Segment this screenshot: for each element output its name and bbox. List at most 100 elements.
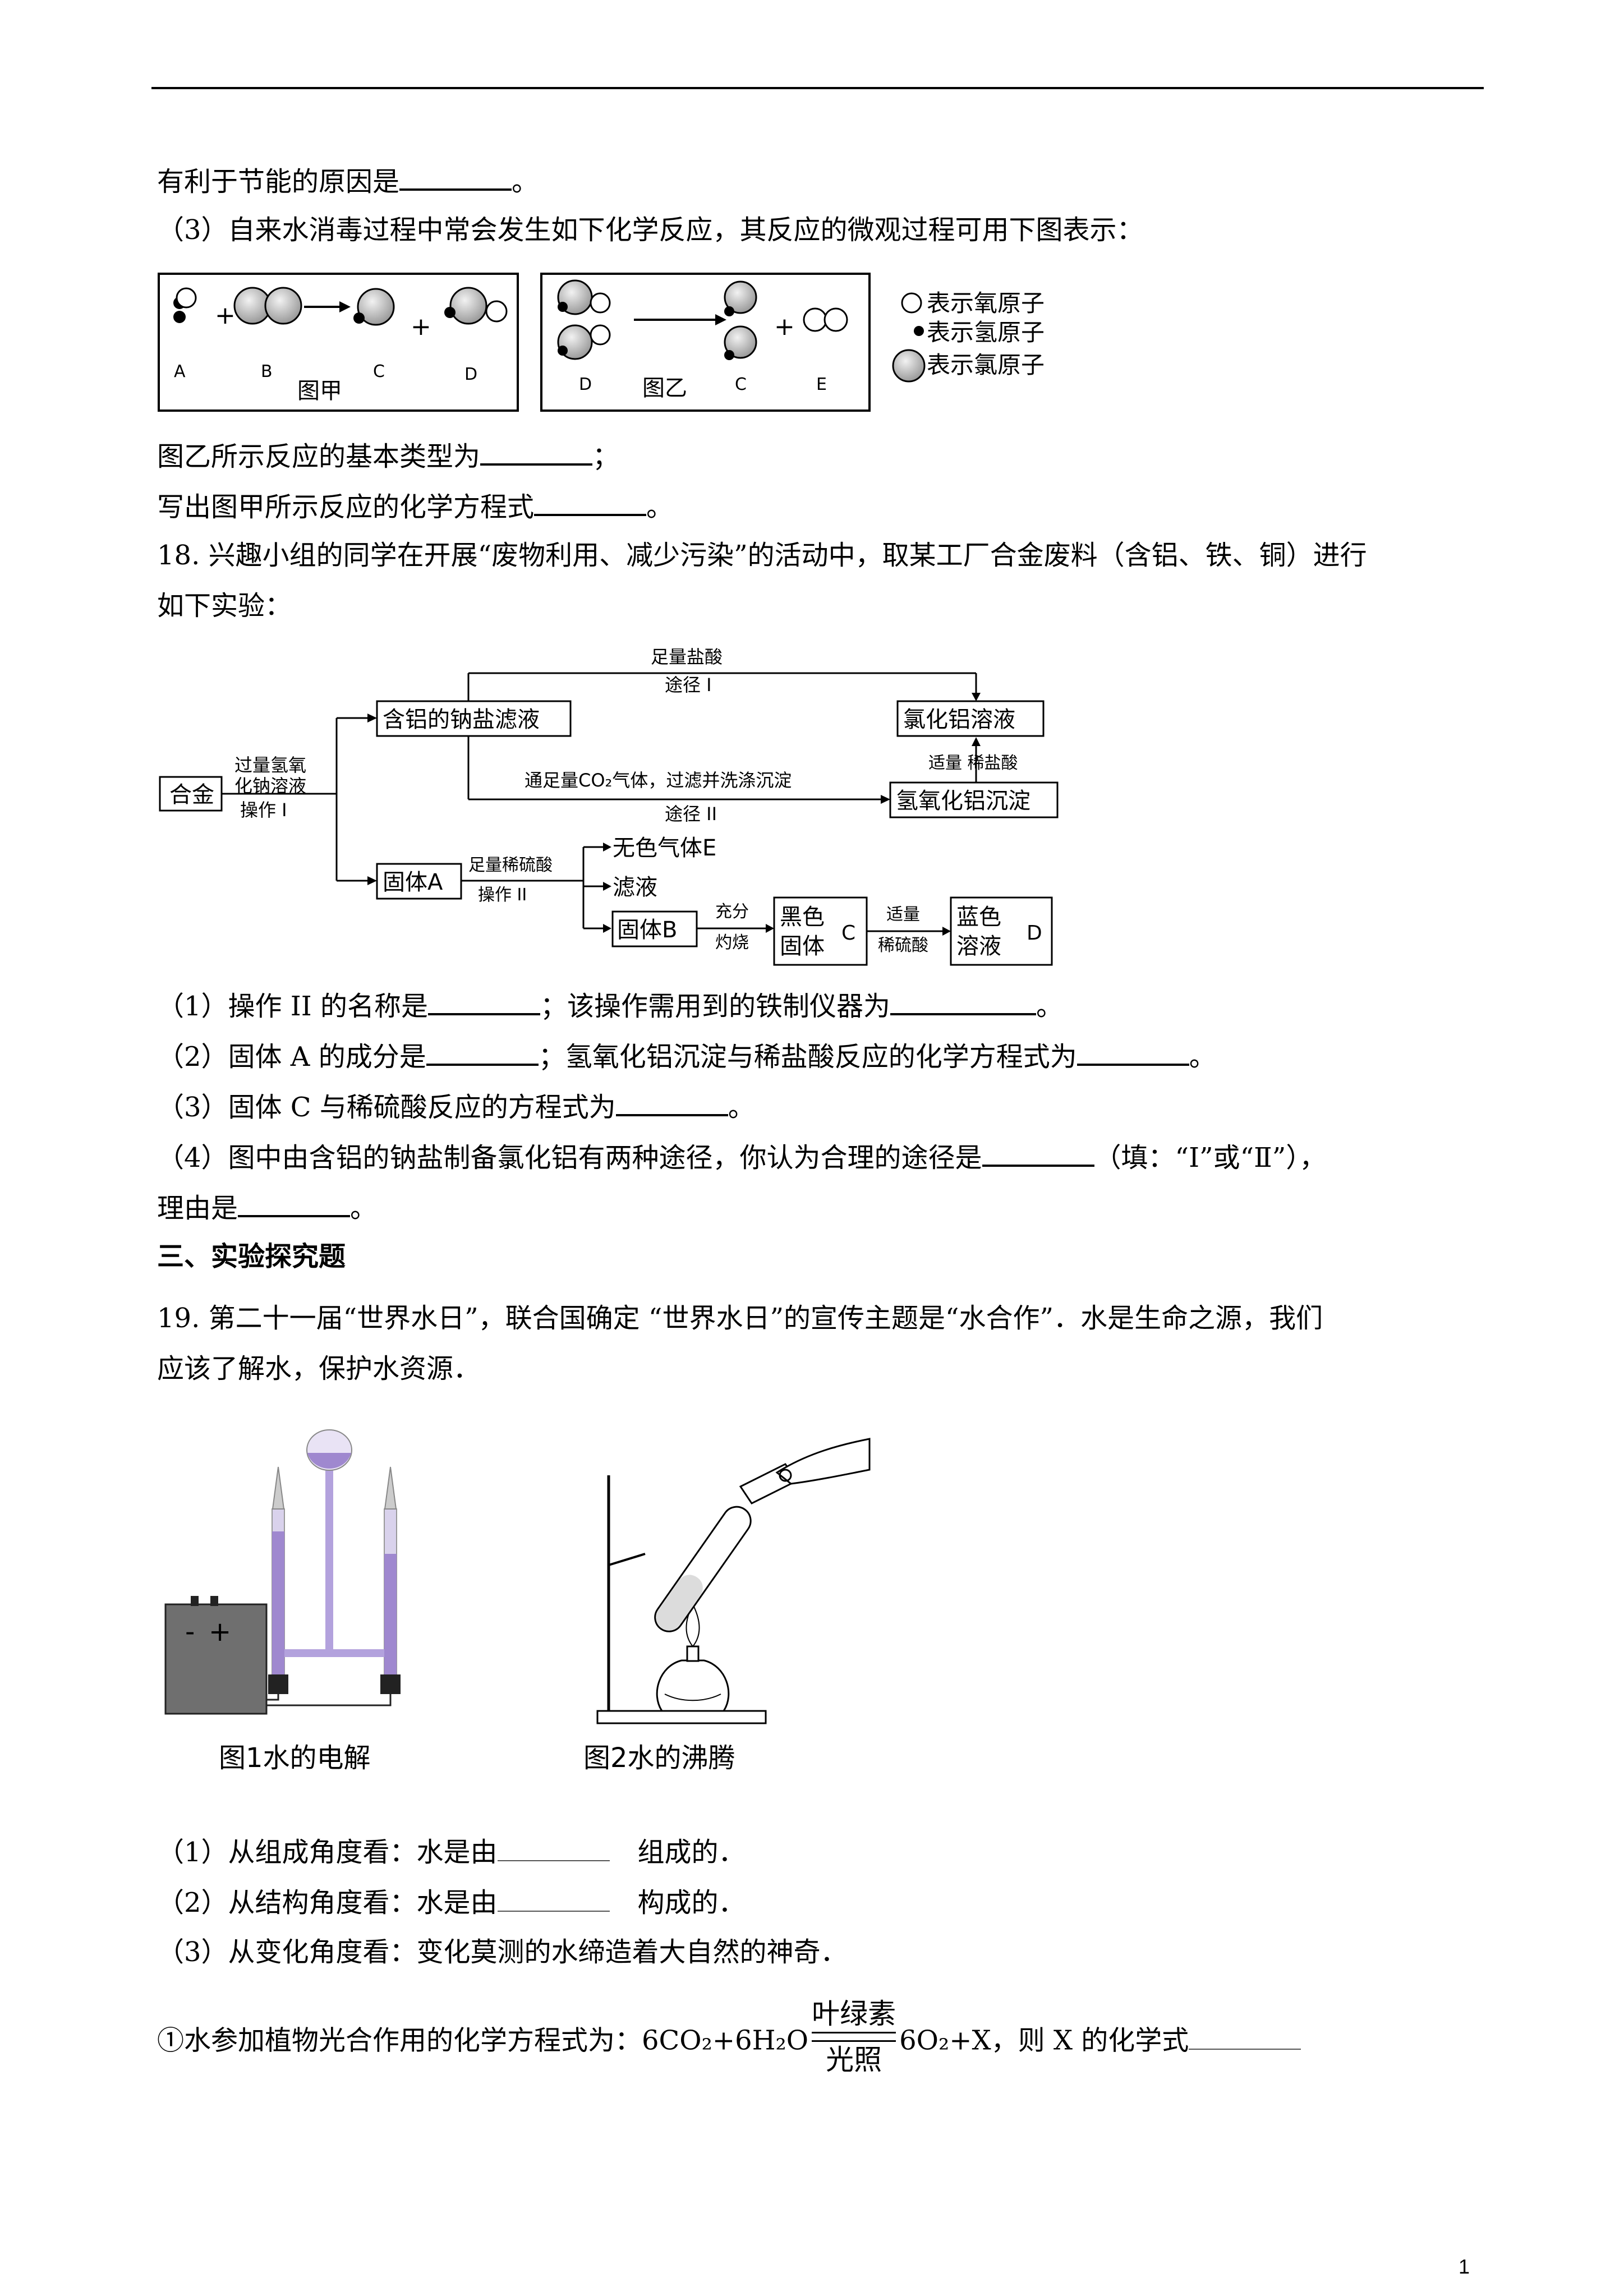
text: 有利于节能的原因是 [157,166,400,197]
answer-blank[interactable] [982,1139,1094,1167]
text-line: 19. 第二十一届“世界水日”，联合国确定 “世界水日”的宣传主题是“水合作”．… [157,1301,1323,1335]
answer-blank[interactable] [534,488,647,516]
header-rule [151,87,1484,89]
text: 组成的． [637,1837,746,1868]
box-aloh3 [889,781,1059,818]
label-c-yi: C [735,375,747,394]
text: ①水参加植物光合作用的化学方程式为： [157,2024,642,2056]
label-solid-b: 固体B [617,917,677,943]
text: （3）固体 C 与稀硫酸反应的方程式为 [157,1092,616,1123]
label-route1-reagent: 足量盐酸 [651,646,723,668]
text-line: （1）从组成角度看：水是由组成的． [157,1834,746,1869]
molecule-d [444,287,508,325]
text: 如下实验： [157,590,292,622]
text-line: （3）从变化角度看：变化莫测的水缔造着大自然的神奇． [157,1935,848,1969]
figure-jia-caption: 图甲 [297,378,342,404]
text-line: （1）操作 II 的名称是 ；该操作需用到的铁制仪器为 。 [157,987,1063,1023]
label-alcl3: 氯化铝溶液 [903,707,1015,733]
text: 理由是 [157,1193,238,1224]
text: ；该操作需用到的铁制仪器为 [540,991,890,1022]
text: 。 [728,1092,755,1123]
text: （3）自来水消毒过程中常会发生如下化学反应，其反应的微观过程可用下图表示： [157,214,1144,246]
label-route2: 途径 II [665,803,717,825]
text: （填：“Ⅰ”或“Ⅱ”）， [1094,1142,1327,1174]
label-h2so4-2: 稀硫酸 [878,936,928,955]
electrolysis-apparatus: - + [164,1429,401,1715]
text-line: 如下实验： [157,589,292,623]
label-solid-c-letter: C [841,922,855,945]
battery-plus: + [209,1616,231,1648]
text: （1）操作 II 的名称是 [157,991,428,1022]
text-line: （2）固体 A 的成分是；氢氧化铝沉淀与稀盐酸反应的化学方程式为。 [157,1038,1216,1074]
condition-catalyst: 叶绿素 [812,1998,896,2030]
molecule-reaction-figure: + + A B C D 图甲 [157,272,1111,418]
section-title: 三、实验探究题 [157,1241,346,1272]
figure-1-caption: 图1水的电解 [219,1742,371,1774]
text: 。 [1036,991,1064,1022]
text-line: 写出图甲所示反应的化学方程式。 [157,488,673,524]
chlorine-legend-icon [892,349,926,383]
label-burn-1: 充分 [715,902,749,922]
text-line: 18. 兴趣小组的同学在开展“废物利用、减少污染”的活动中，取某工厂合金废料（含… [157,539,1367,572]
label-naoh-1: 过量氢氧 [234,754,306,776]
text: 。 [512,166,539,197]
answer-blank[interactable] [1076,1038,1189,1066]
box-solution-d [950,896,1053,966]
answer-blank[interactable] [480,438,593,466]
text-line: （3）自来水消毒过程中常会发生如下化学反应，其反应的微观过程可用下图表示： [157,213,1144,247]
figure-yi-box [540,273,871,412]
text-line: （4）图中由含铝的钠盐制备氯化铝有两种途径，你认为合理的途径是（填：“Ⅰ”或“Ⅱ… [157,1139,1326,1175]
label-route2-reagent: 通足量CO₂气体，过滤并洗涤沉淀 [525,770,792,791]
text-line: 应该了解水，保护水资源． [157,1352,480,1386]
equation-condition: 叶绿素光照 [812,1997,896,2077]
text: 写出图甲所示反应的化学方程式 [157,491,535,523]
answer-blank[interactable] [1189,2023,1301,2050]
molecule-d-yi [557,279,611,360]
label-solution-d-letter: D [1027,922,1042,945]
figure-jia-box [158,273,519,412]
text: 图乙所示反应的基本类型为 [157,441,481,472]
plus-sign: + [411,312,431,341]
label-filtrate: 滤液 [613,875,657,900]
molecule-svg: + + A B C D 图甲 [158,273,1045,412]
answer-blank[interactable] [890,987,1036,1015]
water-experiment-figures: - + 图1水的电解 [157,1419,942,1823]
text: 应该了解水，保护水资源． [157,1353,481,1384]
text: （3）从变化角度看：变化莫测的水缔造着大自然的神奇． [157,1936,848,1968]
text: （2）从结构角度看：水是由 [157,1887,498,1918]
label-sodium-filtrate: 含铝的钠盐滤液 [383,707,540,733]
equation-reactants: 6CO₂+6H₂O [642,2024,809,2056]
legend-chlorine: 表示氯原子 [927,351,1045,379]
section-heading: 三、实验探究题 [157,1240,346,1273]
label-h2so4-excess: 足量稀硫酸 [468,855,553,875]
molecule-a [173,287,197,323]
answer-blank[interactable] [399,163,512,191]
answer-blank[interactable] [426,1038,539,1066]
boiling-apparatus [596,1438,871,1724]
label-naoh-2: 化钠溶液 [234,775,306,797]
answer-blank[interactable] [615,1088,728,1116]
label-route1: 途径 I [665,674,712,696]
legend: 表示氧原子 表示氢原子 表示氯原子 [892,289,1045,383]
answer-blank[interactable] [497,1885,610,1912]
reaction-arrow-head [715,314,726,325]
oxygen-legend-icon [901,292,922,314]
answer-blank[interactable] [427,987,540,1015]
label-op1: 操作 I [240,799,287,821]
text-line: 图乙所示反应的基本类型为； [157,438,619,473]
answer-blank[interactable] [238,1189,351,1217]
label-solution-d-1: 蓝色 [956,904,1001,930]
molecule-c-yi [724,280,757,360]
molecule-e [803,307,848,332]
answer-blank[interactable] [497,1834,610,1861]
label-d-yi: D [579,375,592,394]
label-burn-2: 灼烧 [715,933,749,953]
molecule-c [353,288,395,326]
text: 构成的． [637,1887,746,1918]
process-flowchart: 合金 过量氢氧 化钠溶液 操作 I 含铝的钠盐滤液 足量盐酸 途径 I [157,639,1066,976]
hydrogen-legend-icon [914,326,924,336]
plus-sign: + [215,301,236,330]
legend-hydrogen: 表示氢原子 [927,319,1045,346]
reaction-arrow-head [339,301,351,312]
